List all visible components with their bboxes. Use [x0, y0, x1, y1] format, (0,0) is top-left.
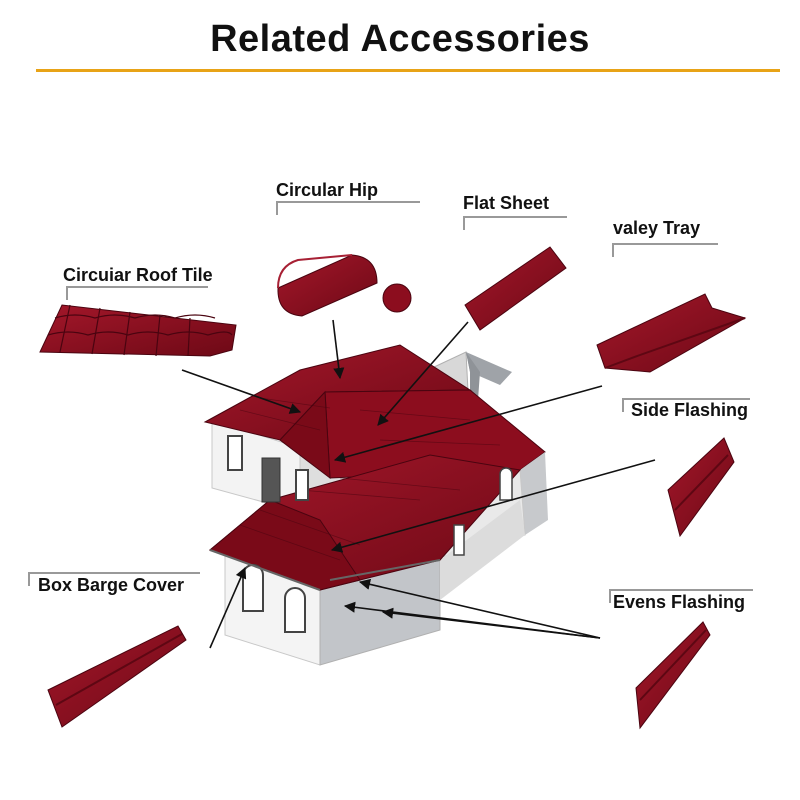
side-flashing-product — [667, 437, 735, 538]
pointer-arrows — [181, 319, 656, 649]
label-evens-flashing: Evens Flashing — [613, 592, 746, 612]
label-box-barge-cover: Box Barge Cover — [38, 575, 185, 595]
valley-tray-product — [596, 293, 747, 373]
label-flat-sheet: Flat Sheet — [463, 193, 550, 213]
label-underline — [28, 572, 200, 586]
page-title: Related Accessories — [210, 18, 590, 60]
label-underline — [612, 243, 718, 257]
flat-sheet-product — [464, 246, 567, 331]
label-valley-tray: valey Tray — [613, 218, 701, 238]
label-underline — [463, 216, 567, 230]
house-illustration — [203, 344, 548, 666]
circular-hip-product — [277, 254, 412, 317]
title-underline — [36, 69, 780, 72]
label-underline — [276, 201, 420, 215]
box-barge-cover-product — [47, 625, 187, 728]
circular-roof-tile-product — [39, 304, 237, 357]
label-circular-roof-tile: Circuiar Roof Tile — [63, 265, 213, 285]
evens-flashing-product — [635, 621, 711, 730]
label-side-flashing: Side Flashing — [631, 400, 749, 420]
label-circular-hip: Circular Hip — [276, 180, 379, 200]
label-underline — [622, 398, 750, 412]
label-underline — [609, 589, 753, 603]
label-underline — [66, 286, 208, 300]
